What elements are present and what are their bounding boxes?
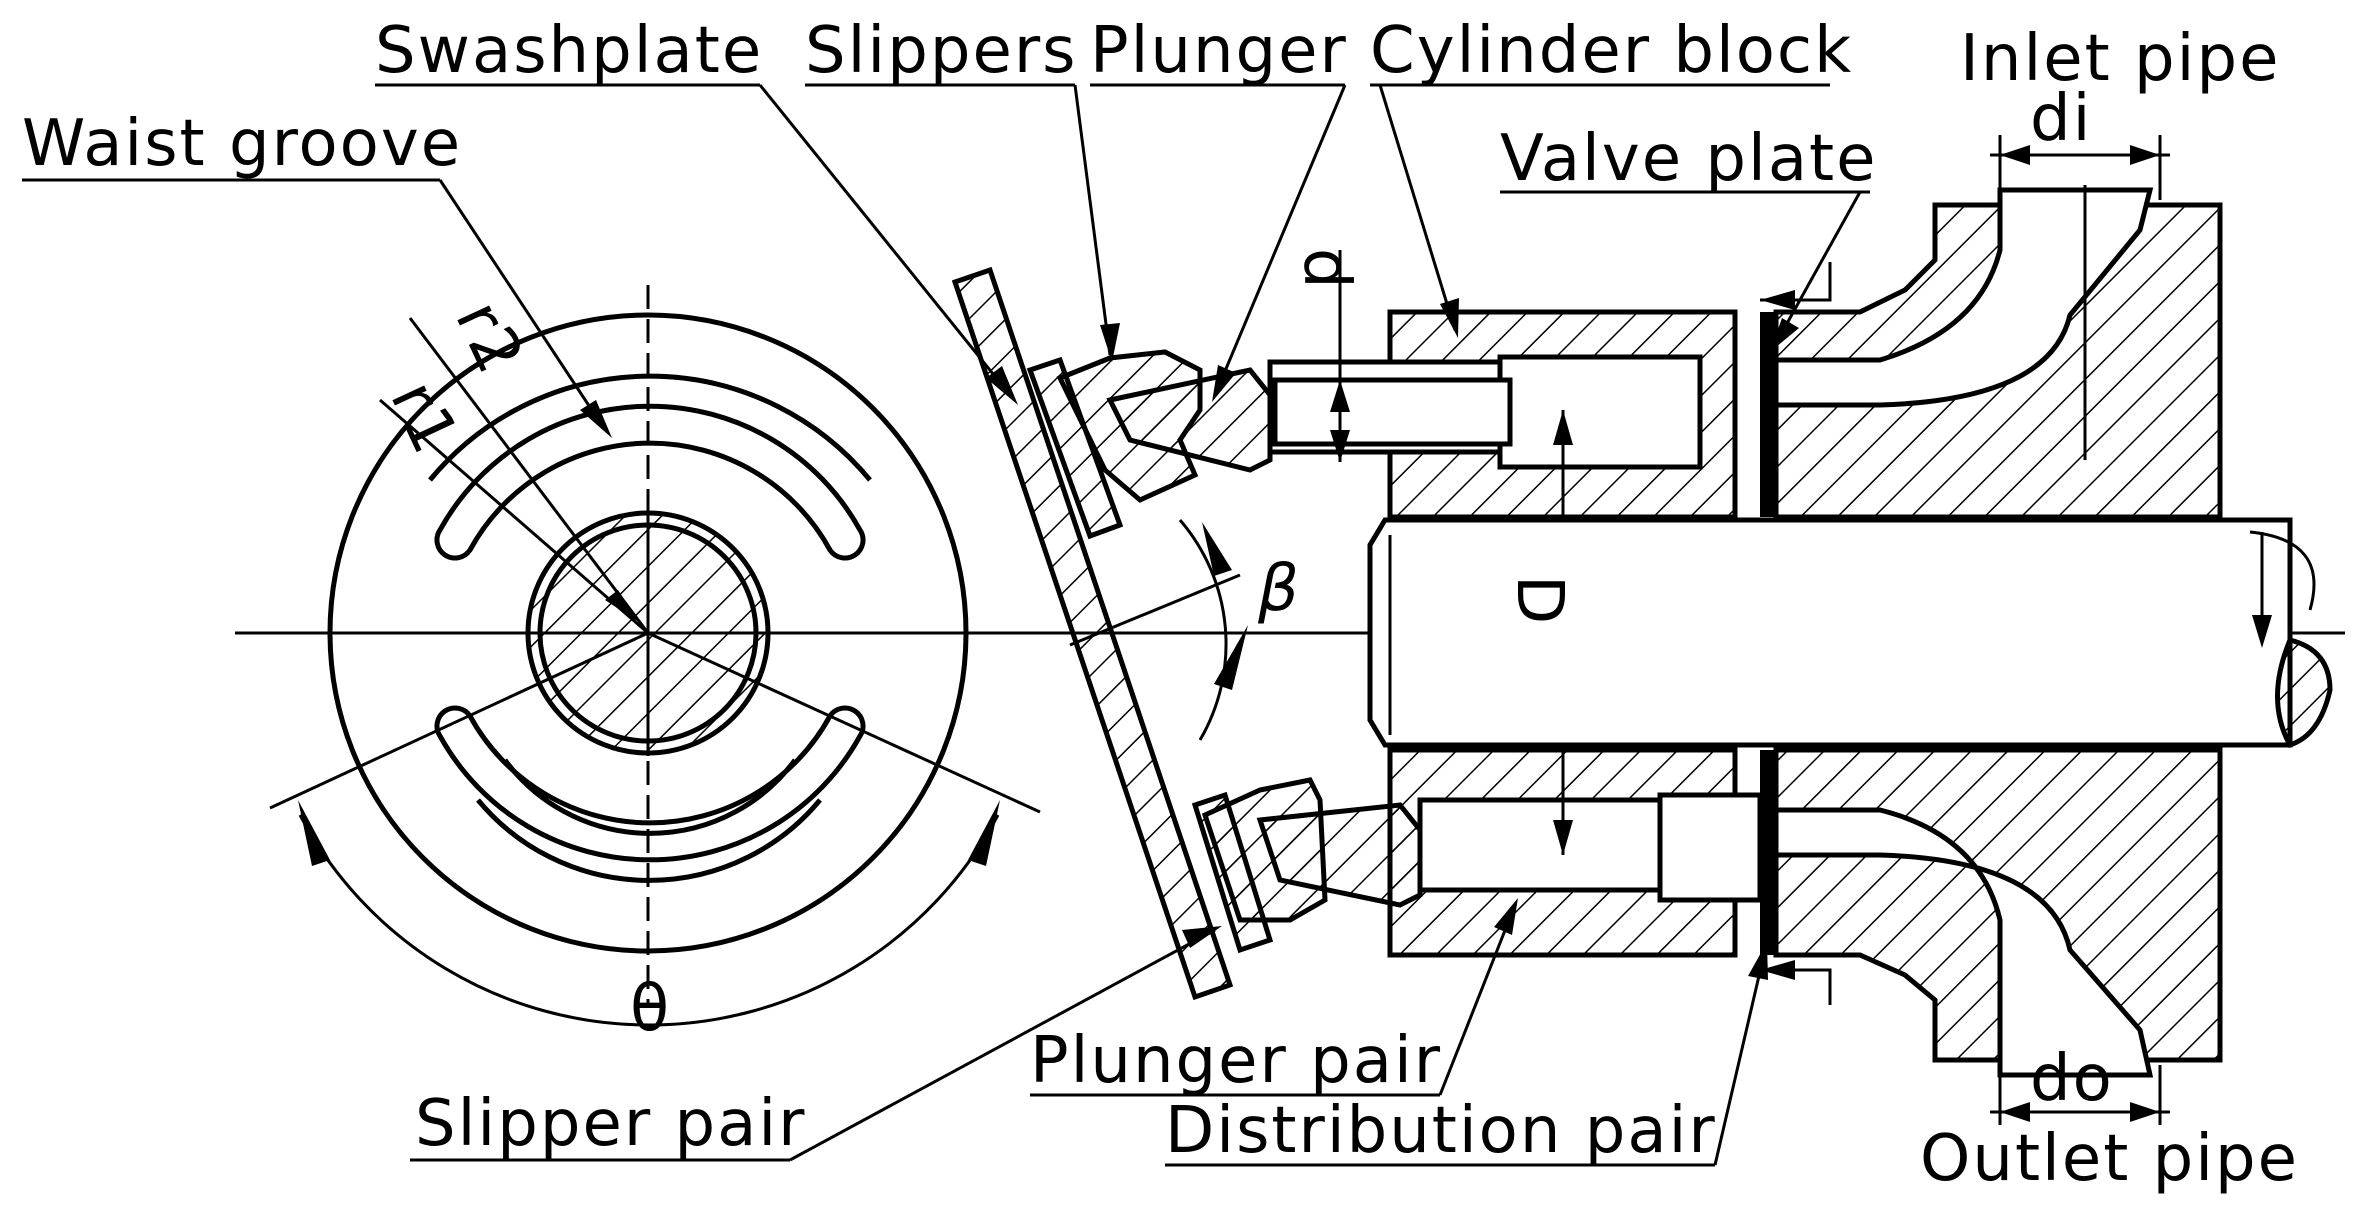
distribution-pair-leader: [1713, 949, 1767, 1166]
dim-theta: θ: [630, 972, 671, 1046]
dim-do: do: [2030, 1042, 2114, 1116]
slippers-leader: [1073, 84, 1112, 356]
inlet-passage: [1773, 187, 2154, 408]
slipper-pair-leader: [789, 928, 1216, 1162]
plunger-pair-arrowhead: [1494, 898, 1518, 935]
label-inlet-pipe: Inlet pipe: [1960, 22, 2280, 96]
section-mark-lower-arrow: [1760, 960, 1795, 980]
lower-cylinder-bore: [1657, 792, 1763, 903]
valve-plate-face-view: [235, 285, 2345, 1027]
valve-plate-lower: [1760, 750, 1776, 955]
shaft-break-section: [2275, 637, 2333, 749]
theta-left-arrowhead: [298, 800, 330, 866]
upper-cylinder-bore: [1497, 354, 1703, 470]
cylinder-block-leader: [1378, 84, 1457, 331]
beta-ray-upper: [1069, 573, 1241, 647]
waist-groove-arrowhead: [580, 400, 612, 438]
theta-right-ray: [647, 631, 1041, 814]
di-right-arrowhead: [2130, 145, 2160, 165]
r-center-arrowhead: [605, 590, 640, 623]
swashplate-assembly: [951, 266, 1423, 1001]
leader-lines: [22, 83, 1870, 1167]
valve-plate-upper: [1760, 312, 1776, 517]
dim-beta: β: [1257, 552, 1301, 626]
outlet-passage: [1773, 807, 2154, 1078]
waist-groove-leader: [438, 179, 607, 431]
label-waist-groove: Waist groove: [22, 107, 462, 181]
d-bottom-arrowhead: [1330, 430, 1350, 462]
upper-waist-groove: [434, 403, 866, 561]
valve-plate-leader: [1773, 191, 1862, 346]
label-cylinder-block: Cylinder block: [1370, 14, 1853, 88]
label-slippers: Slippers: [805, 14, 1077, 88]
swashplate-arrowhead: [986, 366, 1018, 405]
label-valve-plate: Valve plate: [1500, 122, 1878, 196]
label-swashplate: Swashplate: [375, 14, 763, 88]
plunger-pair-leader: [1438, 904, 1517, 1096]
do-left-arrowhead: [2000, 1102, 2030, 1122]
upper-slipper-pad: [1026, 356, 1124, 540]
outer-circle: [327, 312, 969, 954]
lower-arc-inner: [502, 758, 798, 836]
dim-D: D: [1502, 575, 1576, 626]
beta-lower-arrowhead: [1214, 625, 1248, 690]
upper-plunger-channel: [1272, 377, 1513, 447]
section-mark-upper-arrow: [1760, 290, 1795, 310]
valve-plate-and-housing: [1760, 135, 2223, 1125]
dim-d: d: [1289, 248, 1363, 291]
D-top-arrowhead: [1553, 410, 1573, 445]
text-labels: Waist groove Swashplate Slippers Plunger…: [22, 14, 2299, 1196]
do-right-arrowhead: [2130, 1102, 2160, 1122]
label-outlet-pipe: Outlet pipe: [1920, 1122, 2299, 1196]
drive-shaft: [1367, 517, 2333, 749]
beta-arc: [1178, 519, 1228, 741]
dim-di: di: [2030, 82, 2092, 156]
beta-upper-arrowhead: [1202, 522, 1232, 576]
di-left-arrowhead: [2000, 145, 2030, 165]
r2-dimension-line: [408, 317, 650, 634]
swashplate: [951, 266, 1234, 1001]
r1-dimension-line: [379, 398, 649, 635]
theta-arc: [298, 814, 1000, 1027]
label-distribution-pair: Distribution pair: [1165, 1094, 1717, 1168]
shaft-rotation-arc: [2249, 530, 2316, 611]
plunger-arrowhead: [1212, 365, 1236, 402]
D-bottom-arrowhead: [1553, 820, 1573, 855]
distribution-pair-arrowhead: [1748, 942, 1768, 980]
shaft-body: [1367, 517, 2293, 748]
shaft-rotation-arrowhead: [2252, 615, 2272, 648]
upper-arc-outer: [428, 373, 872, 482]
label-plunger-pair: Plunger pair: [1030, 1024, 1442, 1098]
swashplate-leader: [758, 84, 1012, 396]
label-slipper-pair: Slipper pair: [415, 1087, 806, 1161]
valve-plate-arrowhead: [1770, 318, 1799, 352]
label-plunger: Plunger: [1090, 14, 1348, 88]
lower-arc-middle: [476, 798, 822, 883]
upper-plunger-head: [1106, 367, 1273, 473]
theta-left-ray: [269, 631, 649, 810]
slipper-pair-arrowhead: [1182, 926, 1222, 948]
cylinder-block: [1267, 250, 1763, 958]
slippers-arrowhead: [1100, 323, 1120, 362]
theta-right-arrowhead: [968, 800, 1000, 866]
d-top-arrowhead: [1330, 380, 1350, 412]
plunger-leader: [1213, 84, 1347, 396]
cylinder-block-arrowhead: [1440, 298, 1459, 338]
